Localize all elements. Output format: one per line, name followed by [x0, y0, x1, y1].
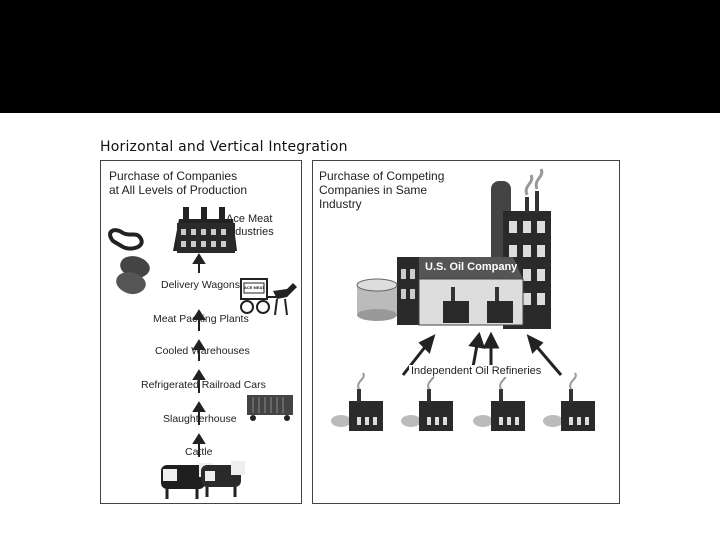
horizontal-heading-line2: Companies in Same Industry — [319, 183, 428, 211]
independent-refineries-label: Independent Oil Refineries — [409, 365, 544, 377]
top-company-line2: Industries — [226, 226, 274, 238]
refinery-icon-1 — [331, 372, 383, 431]
vertical-heading-line1: Purchase of Companies — [109, 169, 238, 183]
step-delivery-wagons: Delivery Wagons — [161, 279, 240, 291]
step-cattle: Cattle — [185, 446, 213, 458]
railroad-car-icon — [247, 395, 293, 421]
refinery-icon-2 — [401, 372, 453, 431]
step-cooled-warehouses: Cooled Warehouses — [155, 345, 250, 357]
delivery-wagon-icon — [240, 278, 279, 314]
refinery-arrows — [401, 331, 563, 376]
meat-factory-icon — [173, 207, 237, 253]
horse-icon — [273, 283, 297, 316]
vertical-chain-arrows — [192, 253, 206, 457]
oil-industry-drawing — [331, 168, 595, 431]
horizontal-integration-panel: Purchase of Competing Companies in Same … — [312, 160, 620, 504]
vertical-integration-panel: Purchase of Companies at All Levels of P… — [100, 160, 302, 504]
refinery-icon-4 — [543, 372, 595, 431]
vertical-chain-drawing — [108, 207, 297, 499]
horizontal-heading-line1: Purchase of Competing — [319, 169, 445, 183]
independent-refinery-icons — [331, 372, 595, 431]
horizontal-panel-heading: Purchase of Competing Companies in Same … — [319, 169, 469, 211]
cattle-icon — [161, 461, 245, 499]
vertical-heading-line2: at All Levels of Production — [109, 183, 248, 197]
us-oil-company-label: U.S. Oil Company — [425, 261, 518, 273]
step-refrigerated-railroad-cars: Refrigerated Railroad Cars — [141, 379, 266, 391]
top-company-label: Ace Meat Industries — [226, 213, 274, 239]
refinery-icon-3 — [473, 372, 525, 431]
wagon-sign: ACE MEAT — [244, 285, 265, 290]
vertical-panel-heading: Purchase of Companies at All Levels of P… — [109, 169, 259, 197]
figure-title: Horizontal and Vertical Integration — [100, 139, 348, 155]
step-meat-packing-plants: Meat Packing Plants — [153, 313, 249, 325]
step-slaughterhouse: Slaughterhouse — [163, 413, 237, 425]
storage-tank-icon — [356, 278, 398, 321]
meat-cuts-icon — [108, 228, 150, 295]
top-company-line1: Ace Meat — [226, 213, 273, 225]
us-oil-company-building-icon — [397, 257, 524, 326]
slide-header-bar — [0, 0, 720, 113]
